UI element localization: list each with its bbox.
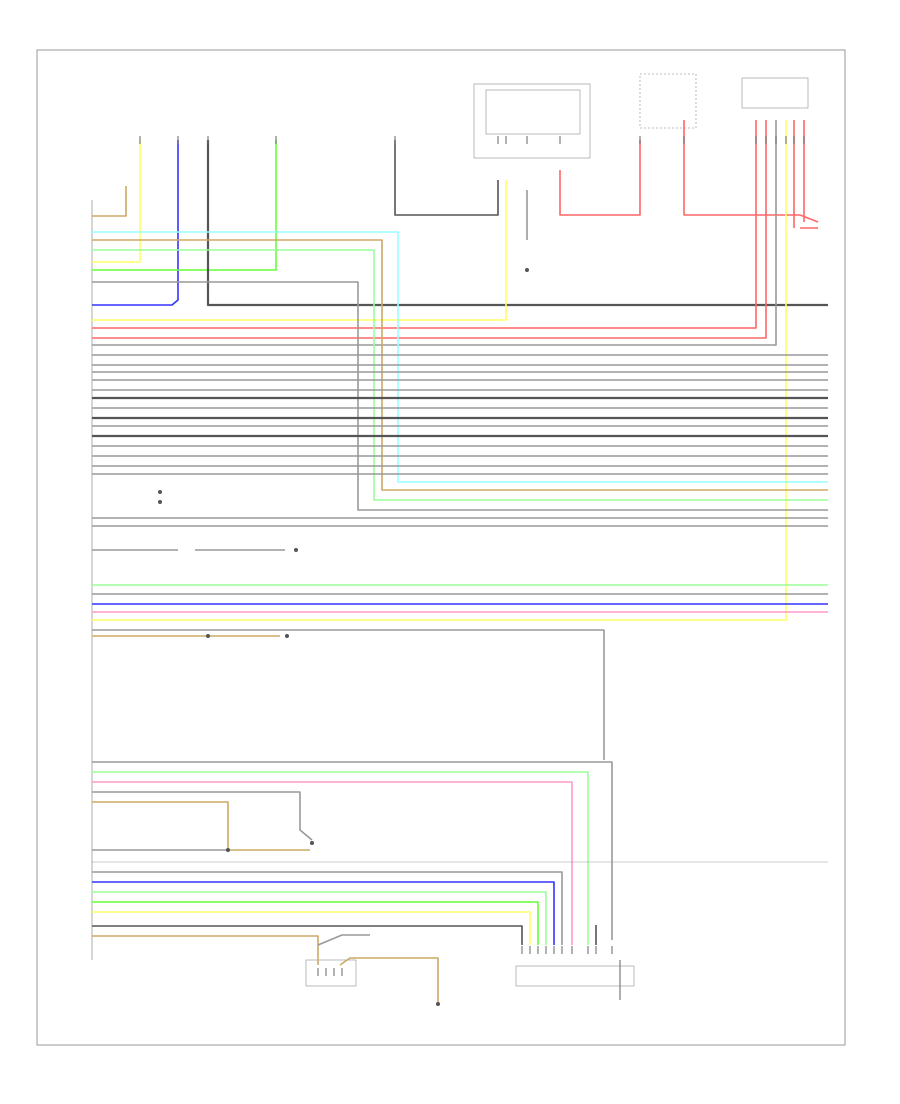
splice-dot (206, 634, 210, 638)
wire-9 (683, 120, 800, 216)
wire-4 (206, 140, 828, 307)
wire-61 (92, 935, 319, 965)
splice-dot (226, 848, 230, 852)
wire-51 (92, 791, 313, 841)
diagram-frame (36, 49, 846, 1046)
switch-box (639, 73, 697, 129)
wire-8 (559, 140, 641, 216)
wire-13 (92, 120, 767, 339)
splice-dot (158, 490, 162, 494)
mark-group (139, 136, 805, 1006)
wire-48 (92, 761, 613, 940)
wire-12 (92, 120, 757, 329)
wire-20 (92, 249, 828, 501)
splice-dot (436, 1002, 440, 1006)
wire-18 (92, 231, 828, 483)
wire-59 (92, 911, 531, 945)
splice-dot (525, 268, 529, 272)
wire-22 (92, 186, 127, 217)
relay-inner-box (485, 89, 581, 135)
wire-49 (92, 771, 589, 945)
wire-60 (92, 925, 523, 945)
wire-50 (92, 781, 573, 945)
splice-dot (294, 548, 298, 552)
wire-55 (92, 871, 563, 945)
wire-62 (317, 934, 370, 946)
splice-dot (158, 500, 162, 504)
wire-21 (92, 281, 828, 511)
wire-47 (92, 629, 605, 636)
wire-14 (92, 120, 777, 346)
lower-connector-box (305, 959, 357, 987)
wire-52 (92, 801, 310, 851)
connector-box (741, 77, 809, 109)
wire-58 (92, 901, 539, 945)
wire-57 (92, 891, 547, 945)
top-components (473, 73, 809, 159)
wire-group (92, 120, 828, 1004)
wire-2 (92, 140, 179, 306)
relay-box (473, 83, 591, 159)
sensor-connector-box (515, 965, 635, 987)
wire-15 (92, 120, 787, 621)
wire-5 (394, 140, 499, 216)
wire-63 (339, 957, 439, 1004)
splice-dot (310, 841, 314, 845)
wire-10 (799, 214, 819, 223)
wire-56 (92, 881, 555, 945)
wire-1 (92, 140, 141, 263)
wire-3 (92, 140, 277, 271)
splice-dot (285, 634, 289, 638)
bottom-components (91, 200, 635, 987)
wire-6 (92, 180, 507, 321)
